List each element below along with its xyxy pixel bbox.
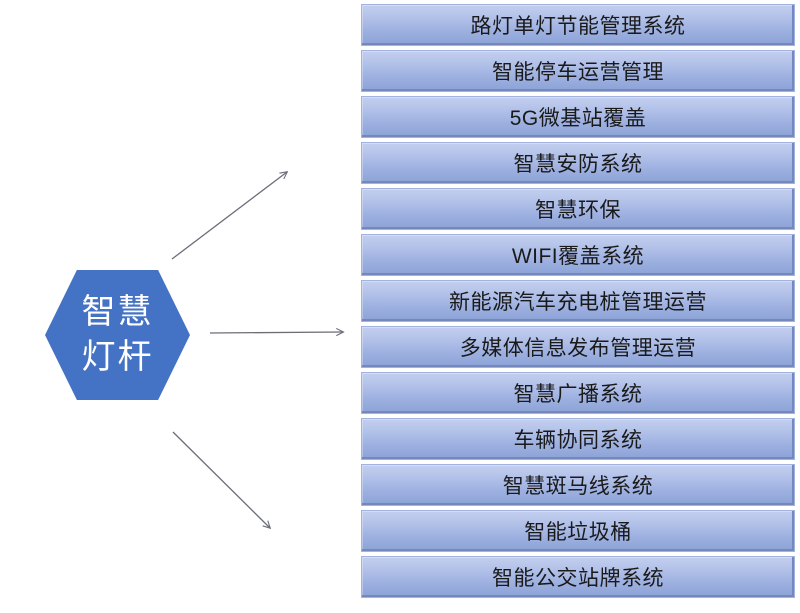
system-item-smart-bus-stop: 智能公交站牌系统 (361, 556, 795, 598)
system-item-street-light: 路灯单灯节能管理系统 (361, 4, 795, 46)
system-item-smart-broadcast: 智慧广播系统 (361, 372, 795, 414)
system-list: 路灯单灯节能管理系统 智能停车运营管理 5G微基站覆盖 智慧安防系统 智慧环保 … (361, 4, 795, 598)
system-item-ev-charging: 新能源汽车充电桩管理运营 (361, 280, 795, 322)
system-item-multimedia-info: 多媒体信息发布管理运营 (361, 326, 795, 368)
system-item-smart-parking: 智能停车运营管理 (361, 50, 795, 92)
system-item-5g-micro-station: 5G微基站覆盖 (361, 96, 795, 138)
hub-label-line2: 灯杆 (81, 338, 154, 376)
hub-label-line1: 智慧 (81, 293, 154, 331)
hub-hexagon: 智慧 灯杆 (45, 270, 190, 400)
arrow-down-right (172, 431, 270, 528)
arrow-up-right (171, 172, 287, 260)
system-item-smart-zebra-crossing: 智慧斑马线系统 (361, 464, 795, 506)
arrow-right (209, 332, 343, 333)
system-item-smart-security: 智慧安防系统 (361, 142, 795, 184)
system-item-wifi-coverage: WIFI覆盖系统 (361, 234, 795, 276)
system-item-smart-environment: 智慧环保 (361, 188, 795, 230)
system-item-smart-trash-bin: 智能垃圾桶 (361, 510, 795, 552)
system-item-vehicle-coordination: 车辆协同系统 (361, 418, 795, 460)
